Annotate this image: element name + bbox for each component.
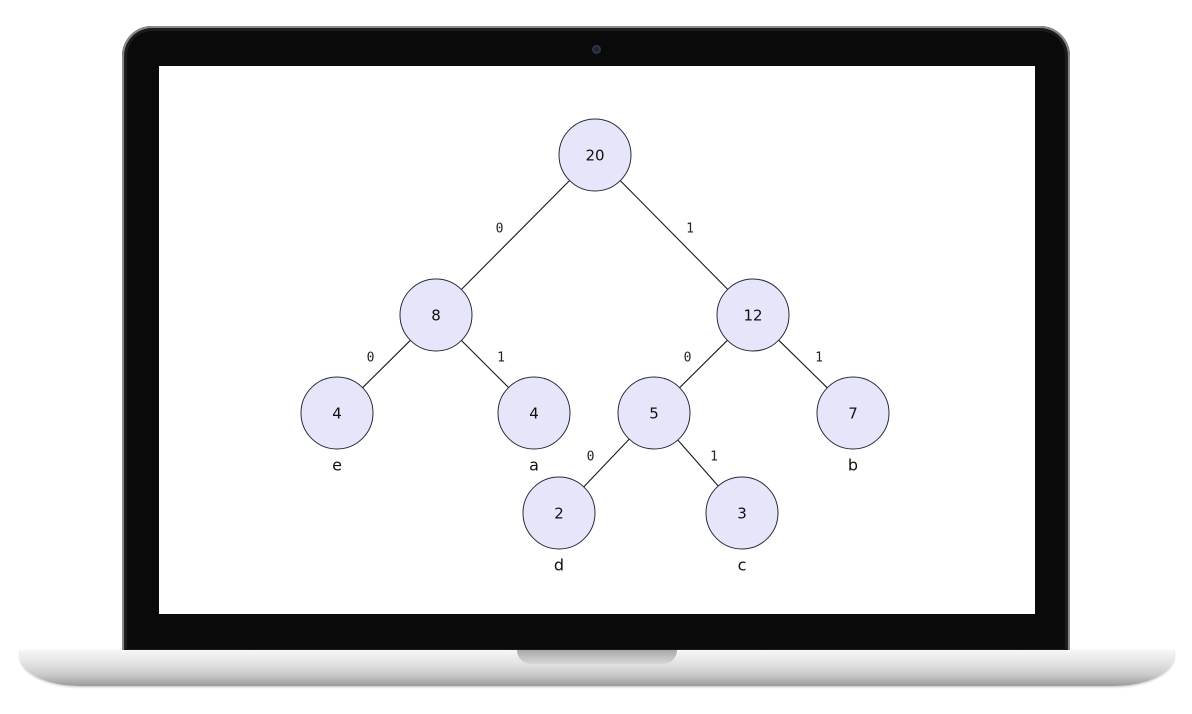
leaf-symbol-label: c [738,556,747,575]
leaf-symbol-label: a [529,456,539,475]
edge-bit-label: 0 [587,450,595,465]
node-weight: 8 [431,307,441,325]
node-weight: 20 [585,147,604,165]
tree-node: 7b [816,376,890,475]
node-circle [522,476,596,550]
tree-edge [677,439,719,487]
node-circle [816,376,890,450]
edge-bit-label: 1 [497,351,505,366]
edge-bit-label: 0 [367,351,375,366]
tree-edge [460,180,571,290]
tree-edge [362,339,411,389]
node-circle [558,118,632,192]
node-weight: 4 [529,405,539,423]
tree-node: 3c [705,476,779,575]
tree-edge [461,340,509,388]
tree-edge [679,339,728,389]
edge-bit-label: 0 [684,351,692,366]
camera-icon [592,45,601,54]
tree-node: 12 [716,278,790,352]
tree-edge [778,339,828,389]
tree-node: 4a [497,376,571,475]
laptop-hinge-notch [517,650,677,664]
leaf-symbol-label: e [332,456,342,475]
tree-edge [619,180,729,290]
leaf-symbol-label: d [554,556,564,575]
node-weight: 7 [848,405,858,423]
tree-edge [583,438,630,488]
node-weight: 2 [554,505,564,523]
node-weight: 4 [332,405,342,423]
node-circle [497,376,571,450]
node-circle [300,376,374,450]
leaf-symbol-label: b [848,456,858,475]
node-weight: 12 [743,307,762,325]
node-circle [705,476,779,550]
node-circle [399,278,473,352]
node-circle [617,376,691,450]
tree-node: 8 [399,278,473,352]
edges-layer: 0 1 0 1 0 1 0 1 [362,180,828,488]
tree-node: 2d [522,476,596,575]
node-circle [716,278,790,352]
edge-bit-label: 1 [710,450,718,465]
node-weight: 5 [649,405,659,423]
node-weight: 3 [737,505,747,523]
edge-bit-label: 0 [496,222,504,237]
tree-node: 4e [300,376,374,475]
tree-node: 20 [558,118,632,192]
edge-bit-label: 1 [815,351,823,366]
edge-bit-label: 1 [686,222,694,237]
tree-node: 5 [617,376,691,450]
